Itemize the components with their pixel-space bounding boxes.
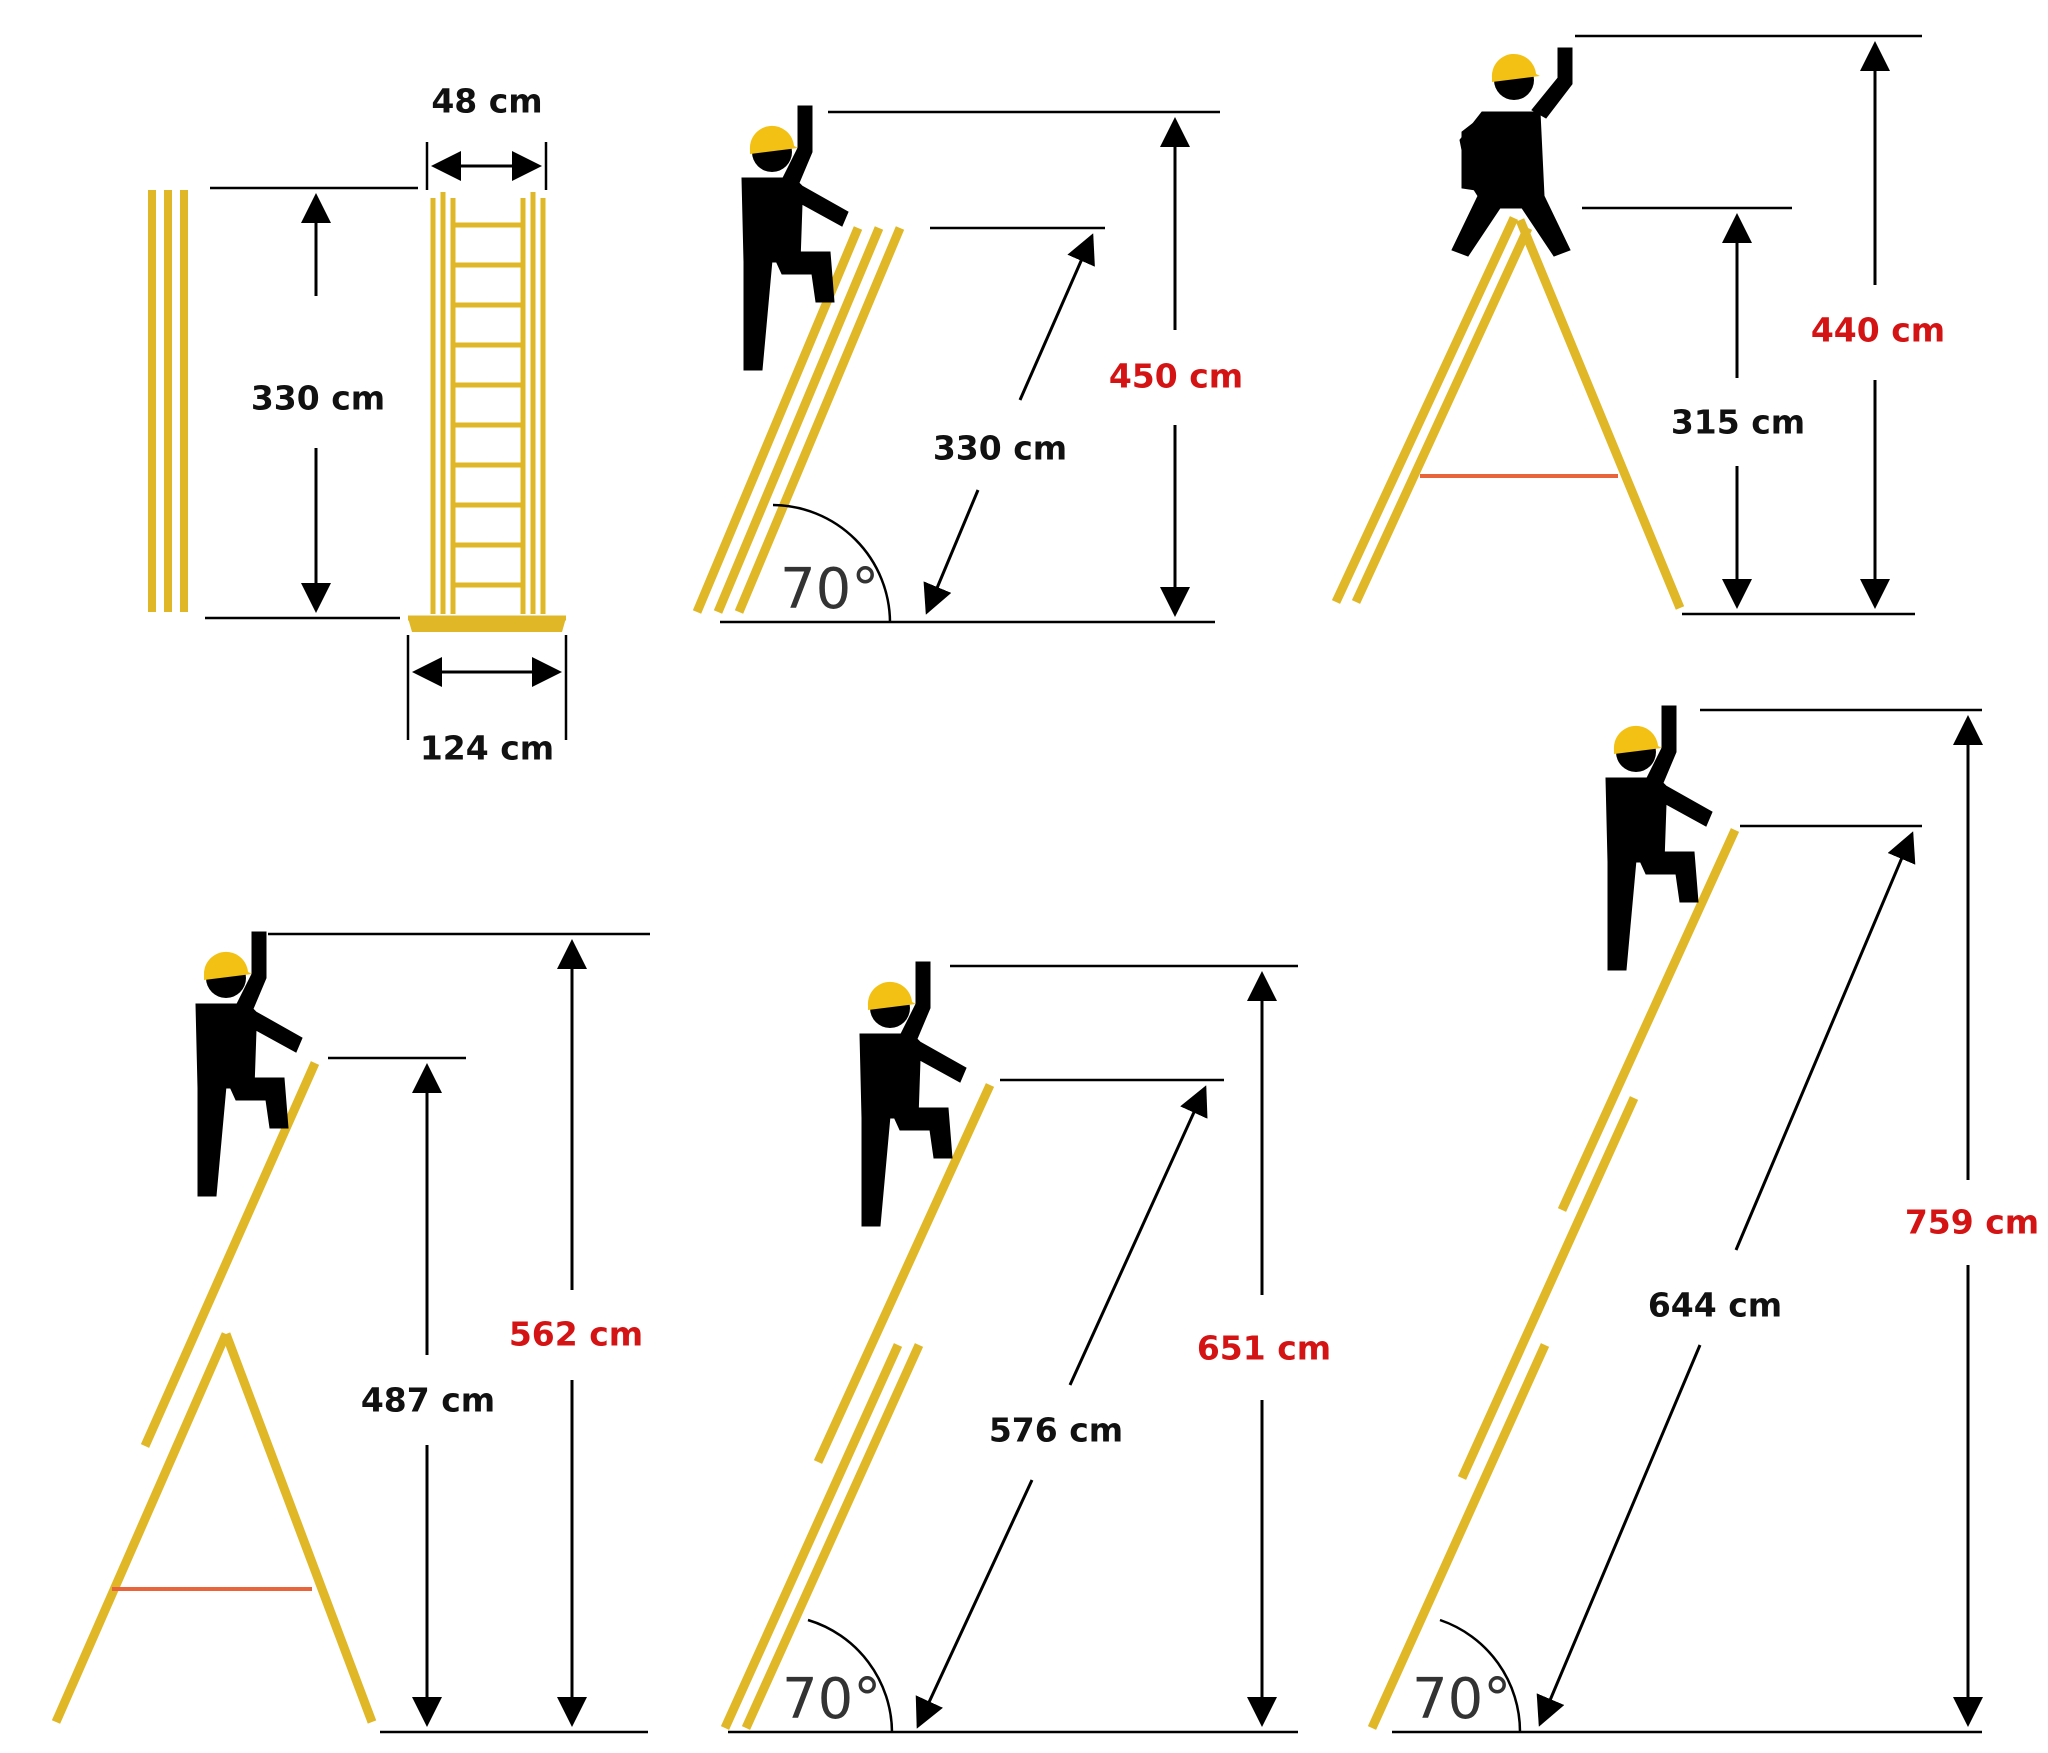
aframe-top xyxy=(1331,34,1922,616)
angle-label-ext-2: 70° xyxy=(782,1667,881,1732)
folded-base-width-label: 124 cm xyxy=(420,729,554,768)
label-background xyxy=(354,1376,502,1424)
folded-height-label: 330 cm xyxy=(251,379,385,418)
aframe-ext-platform-label: 487 cm xyxy=(361,1381,495,1420)
angle-label-ext-3: 70° xyxy=(1412,1667,1511,1732)
label-background xyxy=(1190,1324,1338,1372)
label-background xyxy=(1898,1198,2046,1246)
label-background xyxy=(982,1406,1130,1454)
label-background xyxy=(1804,306,1952,354)
folded-ladder-side xyxy=(148,190,188,612)
label-background xyxy=(425,77,549,125)
label-background xyxy=(1641,1281,1789,1329)
lean-top-reach-label: 450 cm xyxy=(1109,357,1243,396)
lean-ext2-reach-label: 651 cm xyxy=(1197,1329,1331,1368)
lean-ext3-reach-label: 759 cm xyxy=(1905,1203,2039,1242)
label-background xyxy=(1664,398,1812,446)
label-background xyxy=(926,424,1074,472)
label-background xyxy=(502,1310,650,1358)
aframe-ext-reach-label: 562 cm xyxy=(509,1315,643,1354)
leaning-ladder-top xyxy=(692,105,1220,624)
lean-top-ladder-label: 330 cm xyxy=(933,429,1067,468)
leaning-ladder-extended-2 xyxy=(720,961,1298,1734)
folded-dimensions xyxy=(205,142,568,740)
lean-ext2-ladder-label: 576 cm xyxy=(989,1411,1123,1450)
folded-top-width-label: 48 cm xyxy=(431,82,542,121)
label-background xyxy=(1102,352,1250,400)
leaning-ladder-extended-3 xyxy=(1367,705,1983,1734)
aframe-top-reach-label: 440 cm xyxy=(1811,311,1945,350)
angle-label-top: 70° xyxy=(780,557,879,622)
aframe-top-platform-label: 315 cm xyxy=(1671,403,1805,442)
label-background xyxy=(413,724,561,772)
lean-ext3-ladder-label: 644 cm xyxy=(1648,1286,1782,1325)
folded-ladder-front xyxy=(408,192,566,632)
label-background xyxy=(244,374,392,422)
aframe-extended xyxy=(51,931,650,1734)
